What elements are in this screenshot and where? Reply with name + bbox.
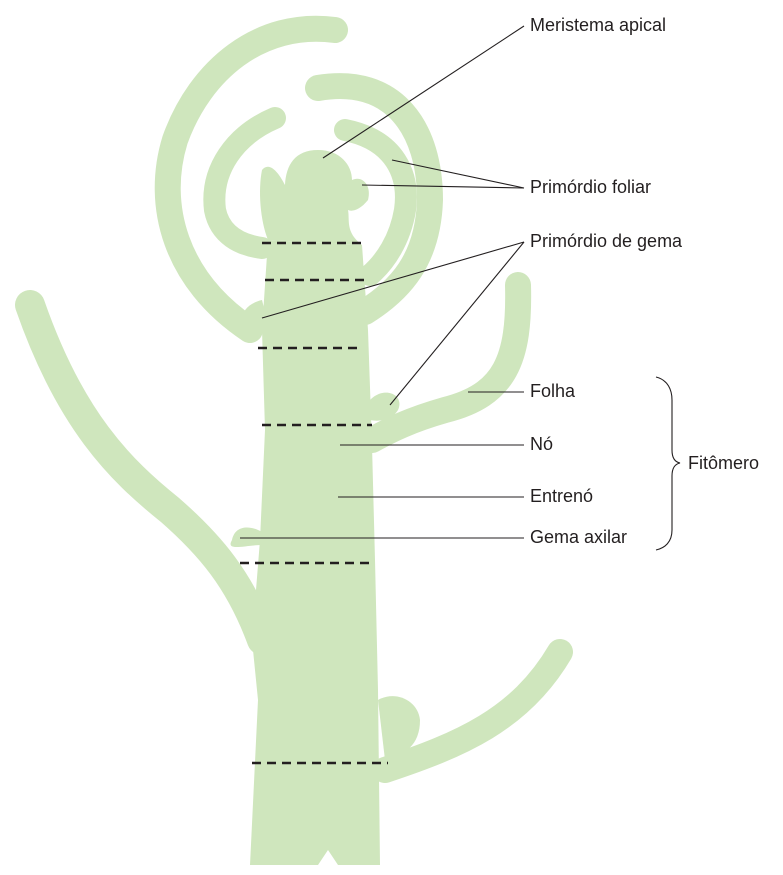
label-folha: Folha bbox=[530, 382, 575, 400]
label-gema-axilar: Gema axilar bbox=[530, 528, 627, 546]
leaf-lower-left bbox=[30, 305, 262, 640]
label-primordio-de-gema: Primórdio de gema bbox=[530, 232, 682, 250]
stem bbox=[250, 240, 380, 865]
bud-axillary bbox=[231, 527, 262, 547]
leaf-folha bbox=[372, 285, 518, 440]
label-primordio-foliar: Primórdio foliar bbox=[530, 178, 651, 196]
fitomero-bracket bbox=[656, 377, 680, 550]
leader-primordio-foliar-b bbox=[362, 185, 524, 188]
label-no: Nó bbox=[530, 435, 553, 453]
label-entreno: Entrenó bbox=[530, 487, 593, 505]
label-fitomero: Fitômero bbox=[688, 454, 759, 472]
label-meristema-apical: Meristema apical bbox=[530, 16, 666, 34]
apical-meristem-shape bbox=[260, 150, 369, 245]
